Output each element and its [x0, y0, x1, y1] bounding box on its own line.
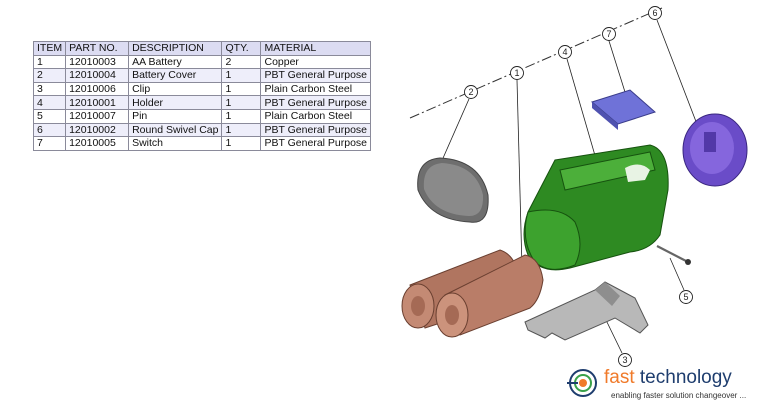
- cell-item: 7: [32, 136, 67, 151]
- cell-qty: 1: [221, 81, 262, 97]
- cell-qty: 1: [221, 68, 262, 83]
- callout-number: 5: [683, 292, 688, 302]
- switch-part: [590, 89, 656, 130]
- callout-1: 1: [510, 66, 524, 80]
- callout-number: 7: [606, 29, 611, 39]
- cell-material: PBT General Purpose: [260, 122, 372, 138]
- brand-name: fast technology: [604, 368, 732, 388]
- header-part-no: PART NO.: [65, 41, 130, 56]
- callout-6: 6: [648, 6, 662, 20]
- fast-technology-logo-icon: [567, 369, 597, 397]
- brand-tagline: enabling faster solution changeover ...: [611, 391, 747, 400]
- callout-4: 4: [558, 45, 572, 59]
- callout-circle: [602, 27, 616, 41]
- callout-number: 4: [562, 47, 567, 57]
- callout-circle: [679, 290, 693, 304]
- header-material: MATERIAL: [260, 41, 372, 56]
- header-item: ITEM: [32, 41, 67, 56]
- callout-5: 5: [679, 290, 693, 304]
- holder-part: [523, 144, 669, 271]
- clip-part: [524, 281, 649, 341]
- callout-circle: [648, 6, 662, 20]
- brand-word-fast: fast: [604, 367, 635, 388]
- cell-material: PBT General Purpose: [260, 95, 372, 110]
- cell-description: Holder: [128, 95, 223, 110]
- callout-number: 3: [622, 355, 627, 365]
- callout-circle: [510, 66, 524, 80]
- callout-circle: [618, 353, 632, 367]
- battery-cover-part: [417, 157, 489, 223]
- brand-word-technology: technology: [634, 367, 732, 388]
- callout-number: 1: [514, 68, 519, 78]
- cell-material: PBT General Purpose: [260, 136, 372, 151]
- bill-of-materials-table: ITEM PART NO. DESCRIPTION QTY. MATERIAL …: [32, 41, 372, 151]
- cell-item: 6: [32, 122, 67, 138]
- cell-description: Switch: [128, 136, 223, 151]
- pin-part: [656, 245, 691, 265]
- assembly-axis-line: [409, 7, 663, 119]
- cell-qty: 1: [221, 95, 262, 110]
- callout-circle: [464, 85, 478, 99]
- cell-part-no: 12010004: [65, 68, 130, 83]
- callout-3: 3: [618, 353, 632, 367]
- callout-7: 7: [602, 27, 616, 41]
- cell-item: 3: [32, 81, 67, 97]
- round-swivel-cap-part: [682, 113, 748, 187]
- cell-qty: 1: [221, 136, 262, 151]
- callout-2: 2: [464, 85, 478, 99]
- callout-number: 2: [468, 87, 473, 97]
- aa-battery-part: [401, 249, 544, 338]
- callout-circle: [558, 45, 572, 59]
- callout-number: 6: [652, 8, 657, 18]
- cell-item: 4: [32, 95, 67, 110]
- cell-description: Battery Cover: [128, 68, 223, 83]
- cell-item: 2: [32, 68, 67, 83]
